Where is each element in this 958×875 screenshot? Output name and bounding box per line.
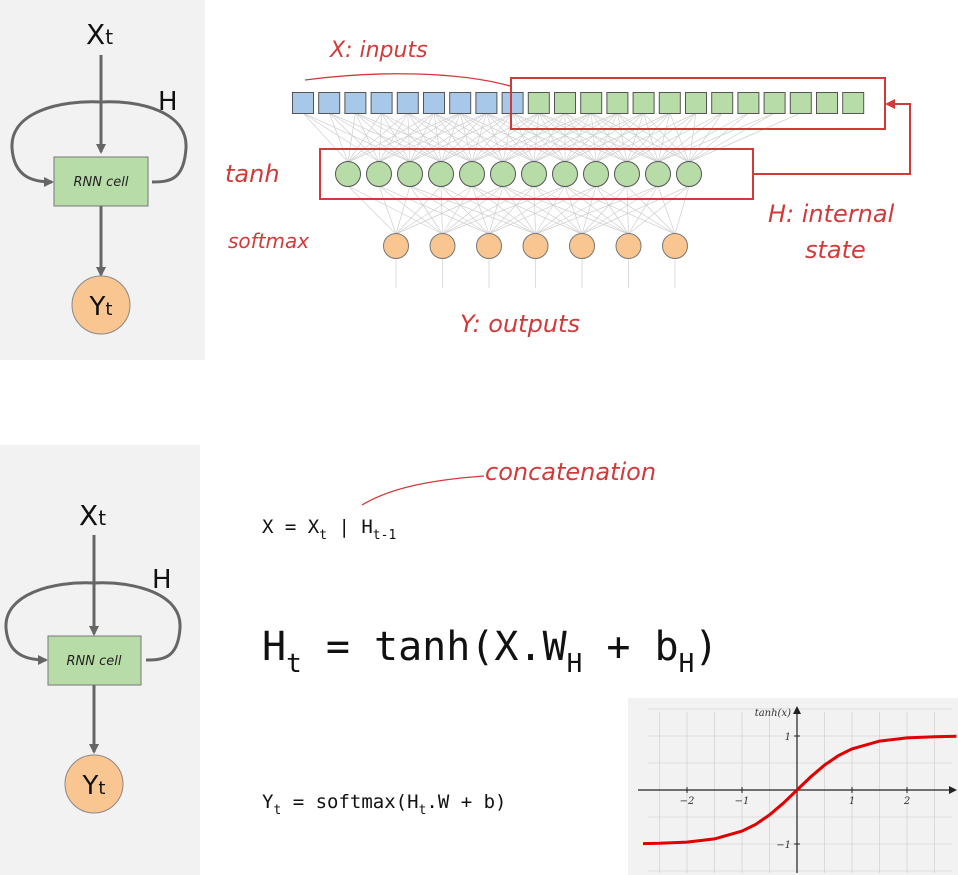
state-input-node <box>606 92 629 114</box>
y-tick-label: 1 <box>785 732 791 743</box>
state-input-node <box>632 92 655 114</box>
state-input-node <box>658 92 681 114</box>
network-annotations: X: inputs tanh softmax H: internal state… <box>225 38 911 338</box>
chart-y-label: tanh(x) <box>755 708 791 719</box>
softmax-label: softmax <box>228 229 309 253</box>
rnn-cell-label-2: RNN cell <box>67 654 122 669</box>
hidden-node <box>645 161 671 187</box>
state-input-node <box>737 92 760 114</box>
rnn-diagram-top: Xt H RNN cell Yt <box>10 18 188 335</box>
state-input-node <box>763 92 786 114</box>
recurrent-arc-left <box>10 100 102 187</box>
hidden-h-label: H <box>158 87 178 117</box>
recurrent-arc-left-2 <box>4 581 95 665</box>
state-input-node <box>527 92 550 114</box>
hidden-node <box>335 161 361 187</box>
output-node <box>383 233 409 259</box>
hidden-node <box>490 161 516 187</box>
input-node <box>423 92 445 114</box>
hidden-node <box>459 161 485 187</box>
input-node <box>449 92 472 114</box>
state-input-node <box>842 92 865 114</box>
network-nodes <box>292 92 865 259</box>
inputs-underline <box>304 73 511 87</box>
rnn-cell-box-2 <box>47 635 142 686</box>
hidden-h-label-2: H <box>152 565 172 595</box>
hidden-node <box>366 161 392 187</box>
input-node <box>370 92 393 114</box>
state-input-node <box>580 92 603 114</box>
concatenation-label: concatenation <box>485 458 656 486</box>
recurrent-arc-right-2 <box>93 581 182 662</box>
state-input-node <box>711 92 734 114</box>
output-node <box>615 233 642 259</box>
input-node <box>344 92 367 114</box>
hidden-node <box>397 161 423 187</box>
output-node <box>569 233 595 259</box>
y-tick-label: −1 <box>776 840 791 851</box>
tanh-chart: −2 −1 1 2 1 −1 tanh(x) <box>628 698 958 875</box>
input-node <box>475 92 498 114</box>
tanh-curve <box>642 734 957 846</box>
output-node <box>71 275 131 335</box>
hidden-node <box>583 161 609 187</box>
rnn-cell-box <box>53 156 149 207</box>
x-tick-label: −2 <box>680 796 695 807</box>
rnn-diagram-bottom: Xt H RNN cell Yt <box>4 499 182 814</box>
input-node <box>501 92 524 114</box>
rnn-cell-label: RNN cell <box>74 175 129 190</box>
hidden-node <box>521 161 547 187</box>
x-tick-label: −1 <box>735 796 750 807</box>
hidden-node <box>552 161 578 187</box>
network-connections <box>302 112 801 288</box>
output-node <box>522 233 549 259</box>
output-node <box>662 233 688 259</box>
input-xt-label-2: Xt <box>79 499 106 532</box>
equation-concat: X = Xt | Ht-1 <box>262 516 396 543</box>
state-input-node <box>789 92 812 114</box>
input-xt-label: Xt <box>86 18 113 51</box>
state-label-line2: state <box>805 236 866 264</box>
x-tick-label: 2 <box>903 796 910 807</box>
tanh-label: tanh <box>225 160 280 188</box>
input-node <box>318 92 341 114</box>
output-node <box>476 233 502 259</box>
input-node <box>396 92 419 114</box>
output-node-2 <box>64 754 124 814</box>
output-node <box>429 233 456 259</box>
equations: concatenation X = Xt | Ht-1 Ht = tanh(X.… <box>262 458 718 818</box>
state-input-node <box>816 92 838 114</box>
hidden-node <box>614 161 640 187</box>
concatenation-pointer <box>361 475 485 506</box>
chart-background <box>628 698 958 875</box>
chart-ticks: −2 −1 1 2 1 −1 <box>680 732 911 851</box>
output-yt-label: Yt <box>89 292 113 322</box>
recurrent-arc-right <box>100 100 188 184</box>
state-input-node <box>685 92 707 114</box>
hidden-node <box>428 161 454 187</box>
equation-output: Yt = softmax(Ht.W + b) <box>262 791 506 818</box>
outputs-label: Y: outputs <box>460 310 580 338</box>
output-yt-label-2: Yt <box>82 771 106 801</box>
input-node <box>292 92 314 114</box>
hidden-node <box>676 161 702 187</box>
x-tick-label: 1 <box>849 796 855 807</box>
inputs-label: X: inputs <box>329 38 428 63</box>
state-label-line1: H: internal <box>768 200 895 228</box>
state-input-node <box>554 92 576 114</box>
state-feedback-arrow <box>753 99 911 175</box>
equation-hidden-state: Ht = tanh(X.WH + bH) <box>262 624 718 679</box>
